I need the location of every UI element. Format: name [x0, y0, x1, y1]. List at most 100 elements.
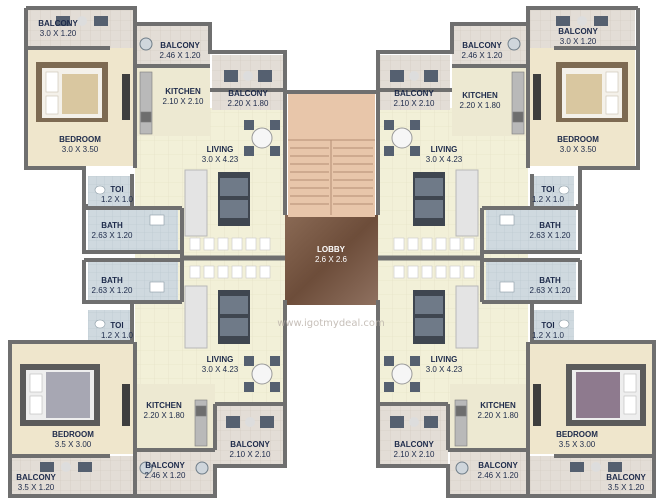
- room-name: LIVING: [431, 355, 458, 364]
- balcony-floor-tr: [530, 8, 635, 48]
- washing-machine-icon: [507, 37, 521, 51]
- room-name: LIVING: [431, 145, 458, 154]
- balcony-floor-tl: [28, 8, 133, 48]
- kitchen-counter-icon: [139, 71, 525, 447]
- room-dim: 3.5 X 1.20: [18, 483, 55, 492]
- sofa-icon: [413, 169, 479, 237]
- room-dim: 2.10 X 2.10: [163, 97, 204, 106]
- bed-icon: [36, 62, 108, 122]
- room-name: BALCONY: [478, 461, 518, 470]
- sofa-icon: [413, 285, 479, 349]
- room-name: KITCHEN: [165, 87, 201, 96]
- room-dim: 3.5 X 3.00: [55, 440, 92, 449]
- lobby-floor: [285, 215, 378, 305]
- stair-steps: [288, 139, 375, 215]
- dining-table-icon: [384, 120, 420, 156]
- room-name: LOBBY: [317, 245, 346, 254]
- bath-floor-br: [486, 262, 576, 302]
- room-dim: 2.63 X 1.20: [530, 286, 571, 295]
- room-dim: 3.0 X 3.50: [62, 145, 99, 154]
- room-dim: 2.46 X 1.20: [145, 471, 186, 480]
- room-dim: 3.0 X 4.23: [426, 365, 463, 374]
- balcony-floor-tr3: [378, 55, 450, 110]
- room-name: BALCONY: [394, 440, 434, 449]
- room-name: BALCONY: [145, 461, 185, 470]
- watermark: www.igotmydeal.com: [277, 318, 385, 329]
- balcony-floor-bl3: [215, 404, 285, 464]
- washing-machine-icon: [139, 37, 153, 51]
- room-name: BALCONY: [228, 89, 268, 98]
- room-dim: 1.2 X 1.0: [532, 195, 565, 204]
- balcony-floor-br: [530, 456, 652, 494]
- room-name: LIVING: [207, 145, 234, 154]
- dining-table-icon: [244, 120, 280, 156]
- balcony-chairs-icon: [40, 16, 622, 472]
- bath-floor-tl: [88, 210, 178, 250]
- room-name: BATH: [539, 276, 561, 285]
- washbasin-icon: [149, 214, 515, 293]
- room-dim: 2.63 X 1.20: [92, 231, 133, 240]
- room-name: BALCONY: [38, 19, 78, 28]
- balcony-floor-bl: [12, 456, 134, 494]
- room-name: TOI: [541, 185, 554, 194]
- room-name: BEDROOM: [52, 430, 94, 439]
- room-dim: 2.20 X 1.80: [478, 411, 519, 420]
- bed-icon: [566, 364, 646, 426]
- washing-machine-icon: [195, 461, 209, 475]
- room-dim: 1.2 X 1.0: [101, 195, 134, 204]
- walls: [8, 6, 656, 498]
- room-dim: 2.10 X 2.10: [230, 450, 271, 459]
- room-name: BALCONY: [558, 27, 598, 36]
- room-name: BATH: [101, 221, 123, 230]
- room-dim: 3.0 X 4.23: [202, 155, 239, 164]
- sofa-icon: [184, 285, 250, 349]
- room-dim: 3.0 X 4.23: [426, 155, 463, 164]
- dining-table-icon: [244, 356, 280, 392]
- room-name: BATH: [101, 276, 123, 285]
- room-dim: 1.2 X 1.0: [101, 331, 134, 340]
- room-name: TOI: [110, 185, 123, 194]
- room-name: TOI: [110, 321, 123, 330]
- room-name: TOI: [541, 321, 554, 330]
- room-dim: 3.0 X 1.20: [40, 29, 77, 38]
- room-name: BEDROOM: [59, 135, 101, 144]
- wardrobe-icon: [122, 74, 130, 120]
- room-dim: 3.0 X 3.50: [560, 145, 597, 154]
- room-name: BALCONY: [16, 473, 56, 482]
- room-dim: 1.2 X 1.0: [532, 331, 565, 340]
- room-name: BEDROOM: [556, 430, 598, 439]
- bed-icon: [556, 62, 628, 122]
- wardrobe-icon: [533, 384, 541, 426]
- toilet-icon: [94, 185, 570, 329]
- room-name: KITCHEN: [480, 401, 516, 410]
- room-name: KITCHEN: [462, 91, 498, 100]
- seating-row: [189, 237, 475, 279]
- room-dim: 2.6 X 2.6: [315, 255, 348, 264]
- sofa-icon: [184, 169, 250, 237]
- room-dim: 3.5 X 3.00: [559, 440, 596, 449]
- room-dim: 2.10 X 2.10: [394, 450, 435, 459]
- room-dim: 2.20 X 1.80: [460, 101, 501, 110]
- room-dim: 2.20 X 1.80: [144, 411, 185, 420]
- room-name: BATH: [539, 221, 561, 230]
- room-dim: 2.46 X 1.20: [478, 471, 519, 480]
- wardrobe-icon: [533, 74, 541, 120]
- room-dim: 2.46 X 1.20: [160, 51, 201, 60]
- room-name: BALCONY: [606, 473, 646, 482]
- bath-floor-tr: [486, 210, 576, 250]
- room-name: KITCHEN: [146, 401, 182, 410]
- room-dim: 2.10 X 2.10: [394, 99, 435, 108]
- room-dim: 2.20 X 1.80: [228, 99, 269, 108]
- room-dim: 2.63 X 1.20: [92, 286, 133, 295]
- room-dim: 2.46 X 1.20: [462, 51, 503, 60]
- room-name: BALCONY: [160, 41, 200, 50]
- room-dim: 3.0 X 4.23: [202, 365, 239, 374]
- washing-machine-icon: [139, 461, 153, 475]
- room-name: BALCONY: [394, 89, 434, 98]
- dining-table-icon: [384, 356, 420, 392]
- room-dim: 2.63 X 1.20: [530, 231, 571, 240]
- bed-icon: [20, 364, 100, 426]
- room-name: BALCONY: [230, 440, 270, 449]
- room-name: BEDROOM: [557, 135, 599, 144]
